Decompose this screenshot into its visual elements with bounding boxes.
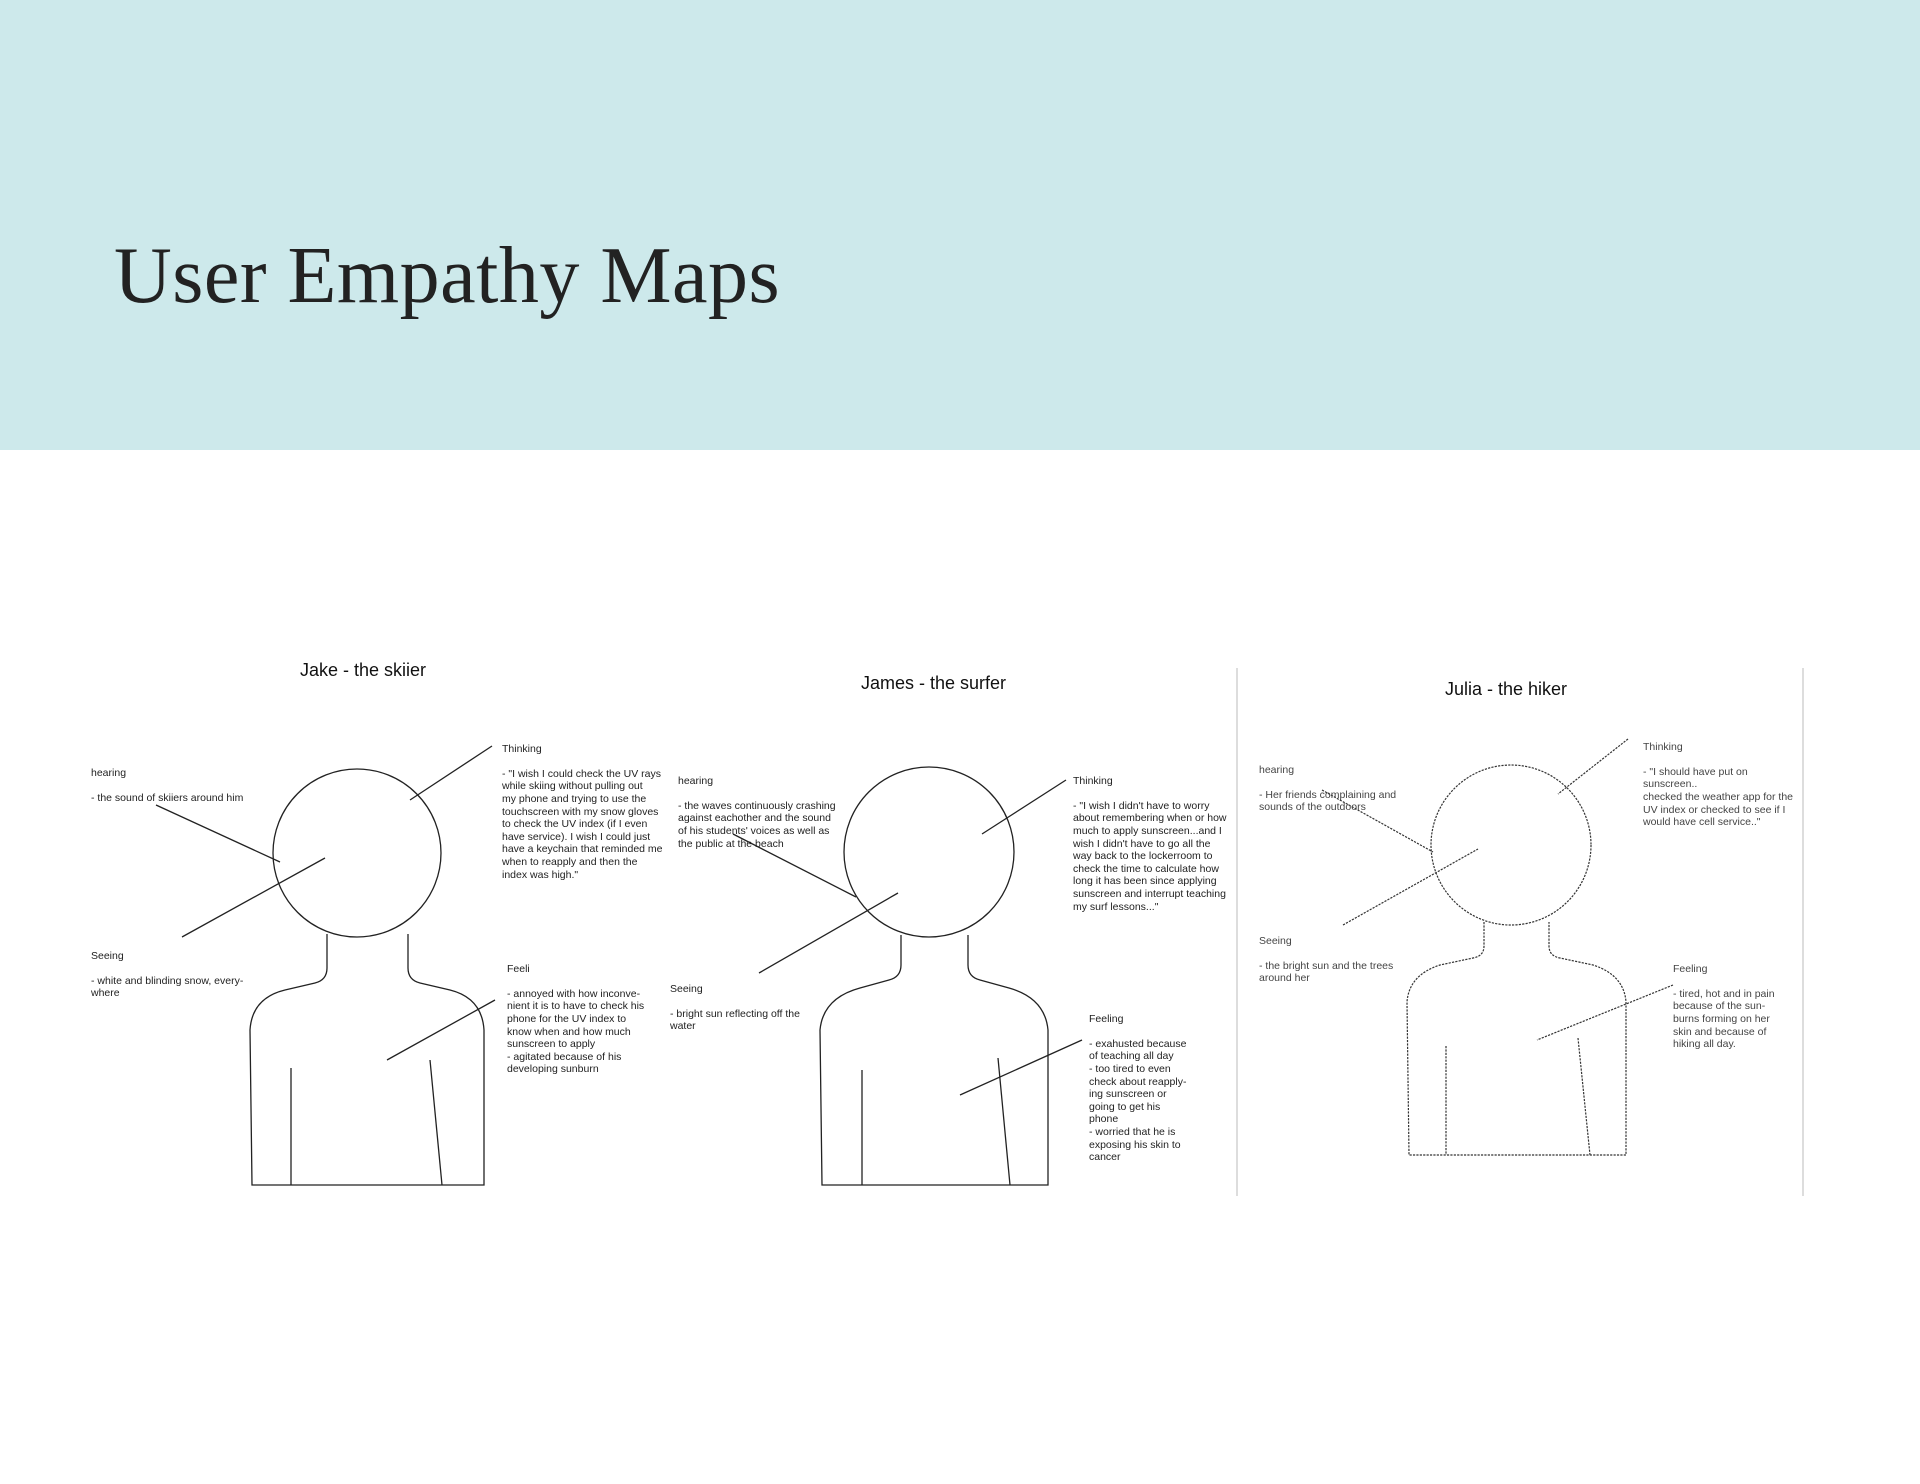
body-outline bbox=[1406, 922, 1627, 1156]
note-hearing-julia: hearing - Her friends complaining and so… bbox=[1259, 751, 1429, 814]
thinking-pointer bbox=[409, 745, 493, 801]
arm-line-right bbox=[429, 1059, 443, 1186]
note-text: - Her friends complaining and sounds of … bbox=[1259, 788, 1397, 814]
note-seeing-jake: Seeing - white and blinding snow, every-… bbox=[91, 937, 261, 1000]
note-label: Thinking bbox=[502, 742, 542, 755]
note-label: Seeing bbox=[670, 982, 703, 995]
arm-line-right bbox=[997, 1057, 1011, 1186]
note-label: Thinking bbox=[1643, 740, 1683, 753]
note-label: hearing bbox=[1259, 763, 1295, 776]
note-text: - white and blinding snow, every- where bbox=[91, 974, 244, 1000]
page-title: User Empathy Maps bbox=[114, 232, 781, 320]
feeling-pointer bbox=[959, 1039, 1083, 1096]
note-feeling-james: Feeling - exahusted because of teaching … bbox=[1089, 1000, 1229, 1164]
hearing-pointer bbox=[1321, 789, 1434, 853]
note-text: - the bright sun and the trees around he… bbox=[1259, 959, 1394, 985]
note-thinking-julia: Thinking - "I should have put on sunscre… bbox=[1643, 728, 1803, 829]
note-label: hearing bbox=[678, 774, 714, 787]
feeling-pointer bbox=[1536, 984, 1674, 1041]
figure-james bbox=[732, 766, 1083, 1186]
note-text: - the sound of skiiers around him bbox=[91, 791, 244, 804]
note-label: Thinking bbox=[1073, 774, 1113, 787]
seeing-pointer bbox=[181, 857, 326, 938]
note-text: - the waves continuously crashing agains… bbox=[678, 799, 836, 850]
note-text: - annoyed with how inconve- nient it is … bbox=[507, 987, 645, 1076]
note-feeling-jake: Feeli - annoyed with how inconve- nient … bbox=[507, 950, 657, 1076]
arm-line-right bbox=[1577, 1037, 1591, 1156]
note-feeling-julia: Feeling - tired, hot and in pain because… bbox=[1673, 950, 1803, 1051]
note-text: - bright sun reflecting off the water bbox=[670, 1007, 800, 1033]
persona-title-jake: Jake - the skiier bbox=[300, 660, 427, 680]
note-seeing-julia: Seeing - the bright sun and the trees ar… bbox=[1259, 922, 1409, 985]
hearing-pointer bbox=[732, 833, 857, 898]
note-thinking-james: Thinking - "I wish I didn't have to worr… bbox=[1073, 762, 1243, 913]
head-outline bbox=[272, 768, 442, 938]
thinking-pointer bbox=[1557, 738, 1629, 795]
note-label: Seeing bbox=[1259, 934, 1292, 947]
note-text: - exahusted because of teaching all day … bbox=[1089, 1037, 1187, 1164]
note-text: - "I wish I didn't have to worry about r… bbox=[1073, 799, 1227, 913]
feeling-pointer bbox=[386, 999, 496, 1061]
note-hearing-james: hearing - the waves continuously crashin… bbox=[678, 762, 848, 850]
note-label: hearing bbox=[91, 766, 127, 779]
note-text: - "I wish I could check the UV rays whil… bbox=[502, 767, 663, 881]
persona-title-julia: Julia - the hiker bbox=[1445, 679, 1568, 699]
figure-jake bbox=[155, 745, 496, 1186]
note-text: - "I should have put on sunscreen.. chec… bbox=[1643, 765, 1794, 829]
seeing-pointer bbox=[1342, 848, 1479, 926]
note-seeing-james: Seeing - bright sun reflecting off the w… bbox=[670, 970, 820, 1033]
body-outline bbox=[249, 934, 485, 1186]
head-outline bbox=[843, 766, 1015, 938]
note-thinking-jake: Thinking - "I wish I could check the UV … bbox=[502, 730, 672, 881]
note-label: Feeling bbox=[1673, 962, 1708, 975]
note-text: - tired, hot and in pain because of the … bbox=[1673, 987, 1775, 1051]
note-label: Feeling bbox=[1089, 1012, 1124, 1025]
seeing-pointer bbox=[758, 892, 899, 974]
body-outline bbox=[819, 935, 1049, 1186]
thinking-pointer bbox=[981, 779, 1067, 835]
head-outline bbox=[1430, 764, 1592, 926]
note-label: Seeing bbox=[91, 949, 124, 962]
note-hearing-jake: hearing - the sound of skiiers around hi… bbox=[91, 754, 271, 804]
figure-julia bbox=[1321, 738, 1674, 1156]
note-label: Feeli bbox=[507, 962, 530, 975]
persona-title-james: James - the surfer bbox=[861, 673, 1007, 693]
hearing-pointer bbox=[155, 804, 281, 863]
header-banner bbox=[0, 0, 1920, 450]
